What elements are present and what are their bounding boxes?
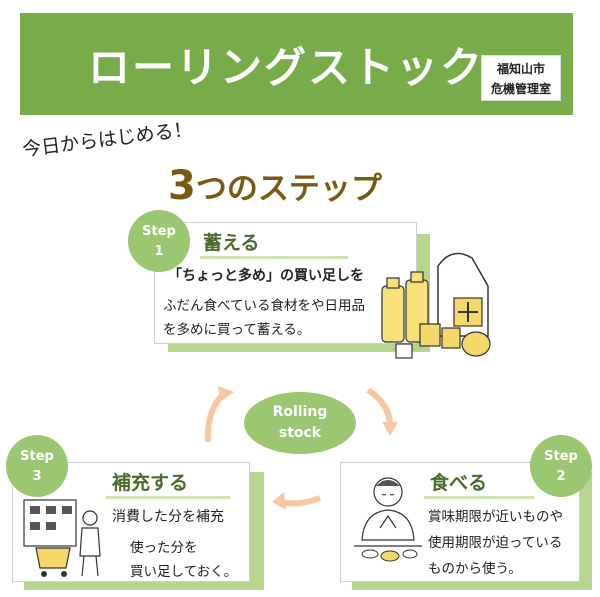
step1-badge: Step 1 — [128, 210, 190, 272]
rolling-line1: Rolling — [272, 404, 328, 420]
step1-badge-num: 1 — [154, 244, 164, 259]
step3-line1: 消費した分を補充 — [112, 509, 224, 525]
step2-badge-word: Step — [544, 449, 578, 464]
shopping-illustration-icon — [23, 499, 101, 577]
step1-card — [154, 222, 417, 344]
step2-line1: 賞味期限が近いものや — [428, 509, 563, 525]
step1-line1: 「ちょっと多め」の買い足しを — [168, 268, 364, 284]
office-line2: 危機管理室 — [490, 82, 551, 96]
step1-title-underline — [200, 256, 348, 259]
rolling-stock-center-badge: Rolling stock — [244, 392, 356, 454]
eating-person-illustration-icon — [354, 477, 422, 562]
intro-line2: つのステップ — [195, 171, 382, 207]
stockpile-illustration-icon — [381, 252, 491, 359]
step1-line2: ふだん食べている食材をや日用品 — [163, 298, 365, 314]
step3-badge-num: 3 — [32, 469, 42, 484]
step1-line3: を多めに買って蓄える。 — [163, 322, 311, 338]
step3-badge-word: Step — [20, 449, 54, 464]
step2-badge-num: 2 — [556, 469, 566, 484]
step3-title: 補充する — [112, 472, 189, 494]
rotation-arrows-icon — [204, 386, 398, 510]
intro-number: 3 — [168, 163, 196, 209]
office-line1: 福知山市 — [496, 62, 545, 76]
intro-heading: 3つのステップ — [168, 163, 382, 209]
step3-line3: 買い足しておく。 — [130, 564, 238, 580]
header-banner — [20, 13, 573, 115]
intro-line1: 今日からはじめる！ — [21, 118, 194, 162]
step2-title: 食べる — [430, 472, 488, 494]
step3-title-underline — [106, 496, 230, 499]
rolling-line2: stock — [278, 425, 322, 441]
step2-title-underline — [424, 496, 534, 499]
step2-badge: Step 2 — [530, 435, 592, 497]
step2-line3: ものから使う。 — [428, 561, 522, 577]
step3-badge: Step 3 — [6, 435, 68, 497]
step3-line2: 使った分を — [130, 540, 198, 556]
page-title: ローリングストック — [88, 43, 485, 92]
step2-line2: 使用期限が迫っている — [428, 535, 563, 551]
office-label: 福知山市 危機管理室 — [481, 55, 561, 101]
step1-title: 蓄える — [203, 232, 260, 254]
step1-badge-word: Step — [142, 224, 176, 239]
